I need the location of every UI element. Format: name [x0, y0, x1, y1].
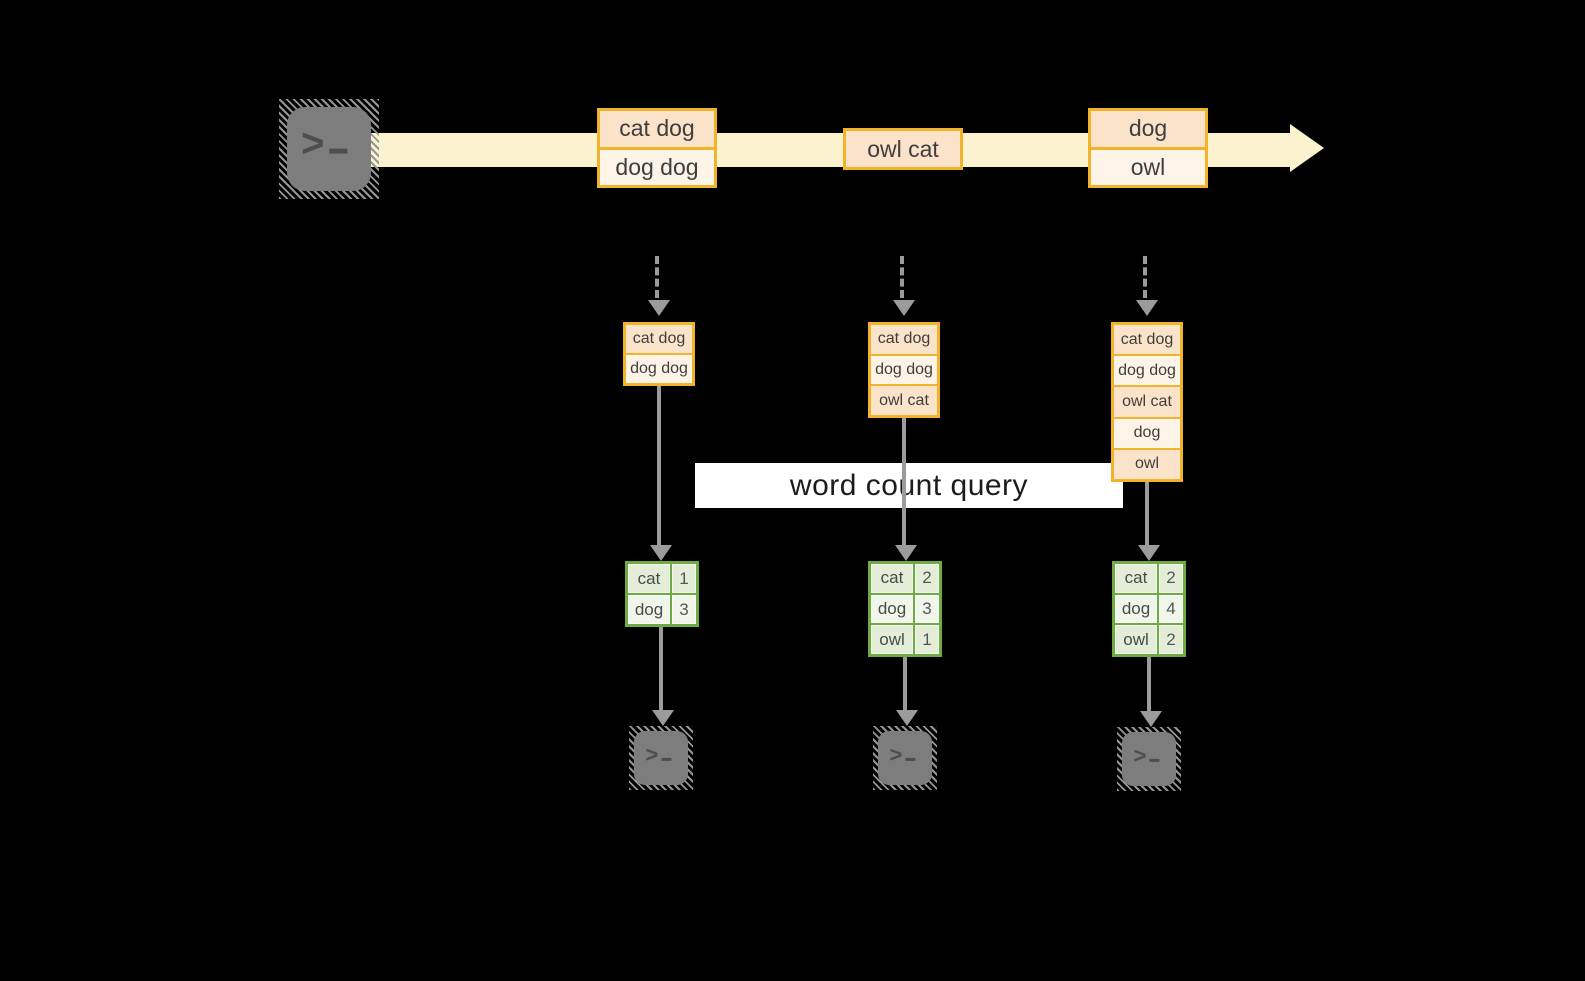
table-row: dog 3: [871, 592, 939, 624]
buffer-stack-2: cat dog dog dog owl cat: [868, 322, 940, 418]
arrowhead-icon: [1138, 545, 1160, 561]
word-cell: dog: [628, 595, 672, 624]
event-line: owl: [1091, 146, 1205, 185]
buffer-stack-3: cat dog dog dog owl cat dog owl: [1111, 322, 1183, 482]
arrowhead-icon: [650, 545, 672, 561]
buffer-line: dog: [1114, 416, 1180, 448]
count-cell: 1: [672, 564, 696, 593]
stream-event-1: cat dog dog dog: [597, 108, 717, 188]
stream-event-2: owl cat: [843, 128, 963, 170]
buffer-line: owl cat: [1114, 385, 1180, 417]
table-row: dog 4: [1115, 592, 1183, 624]
word-cell: dog: [871, 594, 915, 624]
sink-terminal-icon-1: >: [629, 726, 693, 790]
terminal-prompt-icon: >: [301, 121, 348, 166]
terminal-screen: >: [878, 731, 932, 785]
table-row: dog 3: [628, 593, 696, 624]
count-cell: 4: [1159, 594, 1183, 624]
table-row: owl 2: [1115, 623, 1183, 655]
dashed-connector: [1143, 256, 1147, 298]
terminal-screen: >: [1122, 732, 1176, 786]
arrowhead-icon: [1136, 300, 1158, 316]
buffer-line: dog dog: [626, 353, 692, 383]
arrowhead-icon: [896, 710, 918, 726]
connector-line: [1147, 657, 1151, 712]
arrowhead-icon: [652, 710, 674, 726]
event-line: dog: [1091, 111, 1205, 147]
sink-terminal-icon-2: >: [873, 726, 937, 790]
dashed-connector: [655, 256, 659, 298]
count-cell: 2: [1159, 564, 1183, 593]
terminal-screen: >: [634, 731, 688, 785]
word-cell: dog: [1115, 594, 1159, 624]
terminal-screen: >: [287, 107, 371, 191]
connector-line: [657, 386, 661, 546]
count-cell: 2: [1159, 625, 1183, 655]
buffer-line: owl cat: [871, 384, 937, 416]
table-row: cat 2: [1115, 564, 1183, 593]
count-table-3: cat 2 dog 4 owl 2: [1112, 561, 1186, 657]
source-terminal-icon: >: [279, 99, 379, 199]
connector-line: [903, 657, 907, 711]
terminal-prompt-icon: >: [645, 742, 672, 768]
sink-terminal-icon-3: >: [1117, 727, 1181, 791]
connector-line: [902, 418, 906, 546]
count-cell: 3: [672, 595, 696, 624]
word-cell: cat: [628, 564, 672, 593]
query-label-band: word count query: [695, 463, 1123, 508]
count-cell: 3: [915, 594, 939, 624]
word-cell: owl: [1115, 625, 1159, 655]
word-cell: owl: [871, 625, 915, 655]
event-line: cat dog: [600, 111, 714, 147]
buffer-stack-1: cat dog dog dog: [623, 322, 695, 386]
table-row: cat 2: [871, 564, 939, 593]
stream-arrowhead-icon: [1290, 124, 1324, 172]
count-cell: 2: [915, 564, 939, 593]
count-table-1: cat 1 dog 3: [625, 561, 699, 627]
buffer-line: owl: [1114, 447, 1180, 480]
count-table-2: cat 2 dog 3 owl 1: [868, 561, 942, 657]
word-cell: cat: [1115, 564, 1159, 593]
stream-event-3: dog owl: [1088, 108, 1208, 188]
table-row: owl 1: [871, 623, 939, 655]
buffer-line: cat dog: [626, 325, 692, 353]
terminal-prompt-icon: >: [1133, 743, 1160, 769]
buffer-line: dog dog: [871, 353, 937, 385]
table-row: cat 1: [628, 564, 696, 593]
buffer-line: dog dog: [1114, 354, 1180, 386]
buffer-line: cat dog: [871, 325, 937, 354]
arrowhead-icon: [648, 300, 670, 316]
arrowhead-icon: [1140, 711, 1162, 727]
event-line: owl cat: [846, 131, 960, 167]
arrowhead-icon: [895, 545, 917, 561]
terminal-prompt-icon: >: [889, 742, 916, 768]
dashed-connector: [900, 256, 904, 298]
connector-line: [659, 627, 663, 711]
event-line: dog dog: [600, 146, 714, 185]
buffer-line: cat dog: [1114, 325, 1180, 355]
count-cell: 1: [915, 625, 939, 655]
word-cell: cat: [871, 564, 915, 593]
query-label: word count query: [789, 468, 1029, 502]
arrowhead-icon: [893, 300, 915, 316]
connector-line: [1145, 482, 1149, 546]
